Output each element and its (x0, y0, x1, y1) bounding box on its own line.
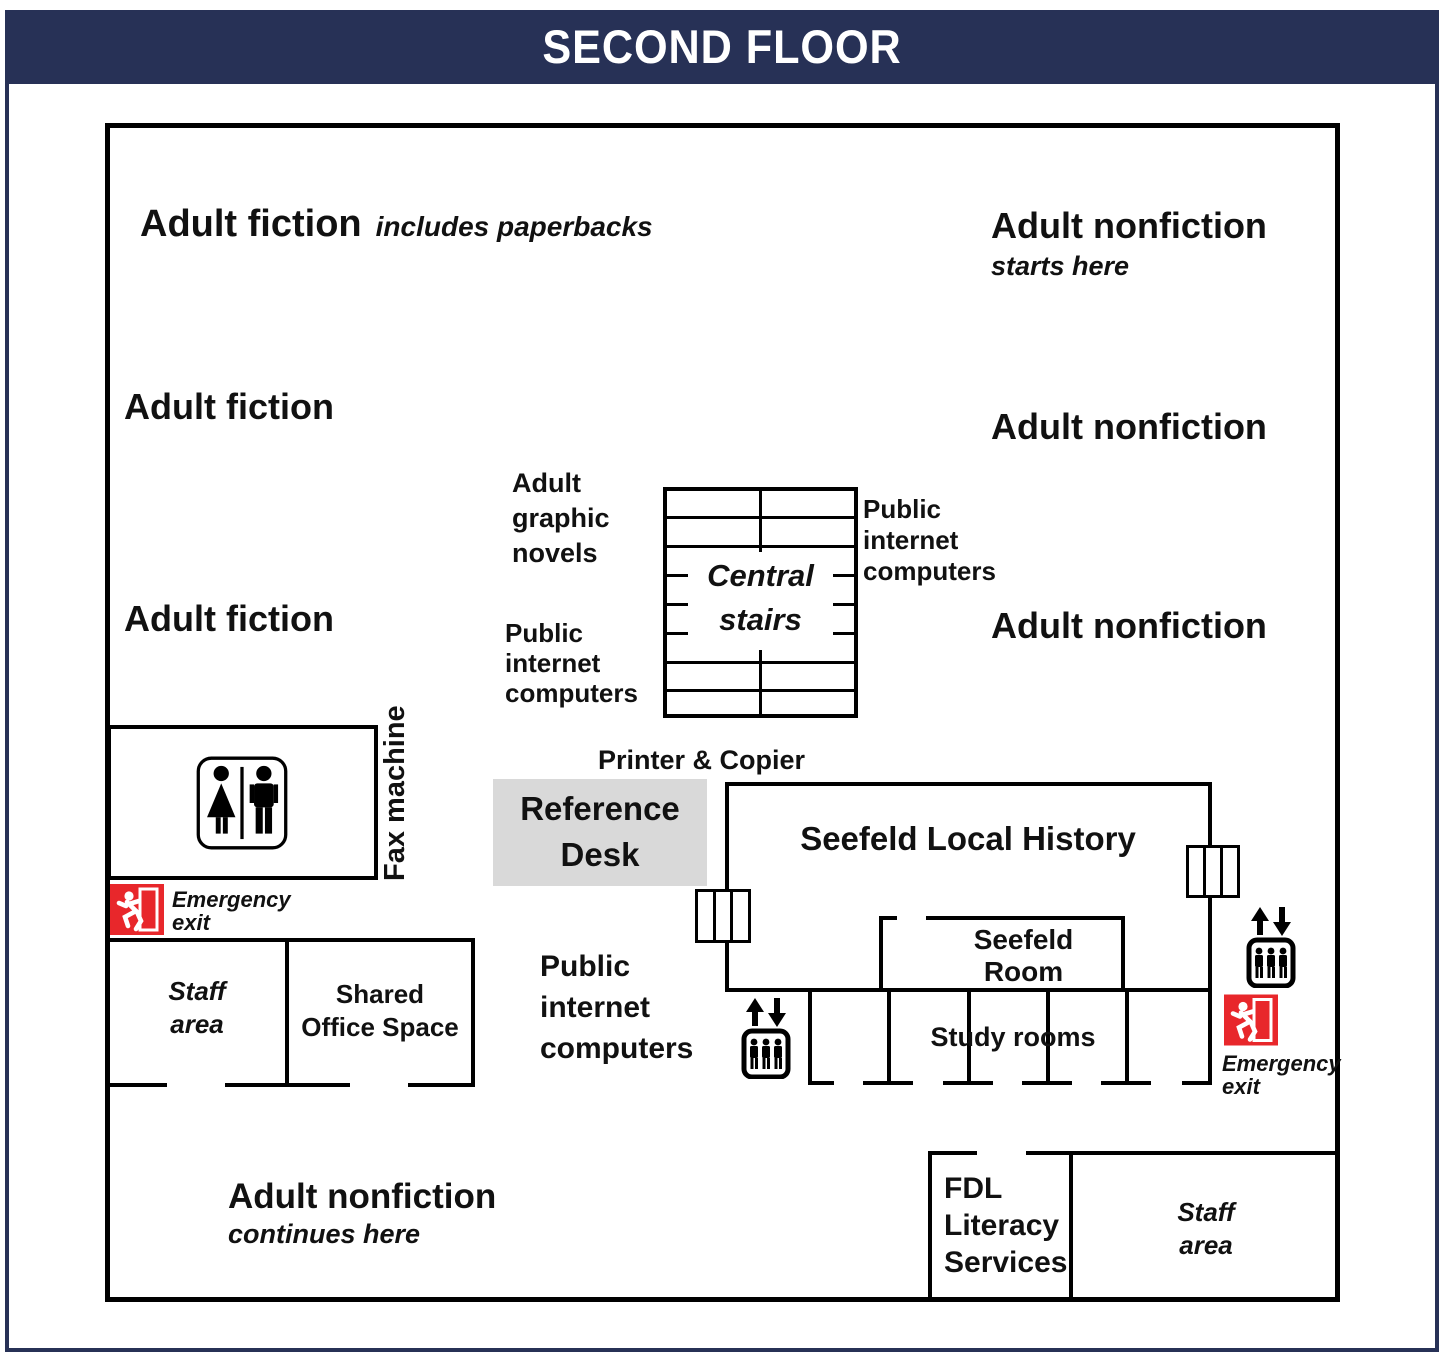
area-adult-nonfiction-3: Adult nonfiction (991, 605, 1267, 646)
area-public-internet-computers-lower: Public internet computers (505, 618, 638, 708)
reference-desk-label: Reference Desk (520, 790, 680, 873)
area-label: Adult fiction (140, 203, 362, 245)
area-adult-fiction-3: Adult fiction (124, 598, 334, 639)
fdl-literacy-services-label: FDL Literacy Services (944, 1172, 1068, 1279)
area-qualifier: includes paperbacks (375, 211, 653, 242)
area-label: Adult nonfiction (228, 1177, 497, 1216)
elevator-east-icon (1246, 906, 1296, 988)
area-label: Adult nonfiction (991, 205, 1267, 246)
area-adult-fiction-2: Adult fiction (124, 386, 334, 427)
title-banner: SECOND FLOOR (5, 10, 1439, 84)
area-public-internet-computers-upper: Public internet computers (863, 494, 996, 586)
area-qualifier: starts here (991, 251, 1130, 281)
page-title: SECOND FLOOR (542, 20, 902, 73)
emergency-exit-east-icon (1224, 994, 1278, 1046)
emergency-exit-west-label: Emergency exit (172, 887, 291, 935)
area-adult-nonfiction-2: Adult nonfiction (991, 406, 1267, 447)
fax-machine-label: Fax machine (379, 705, 411, 881)
door-east-icon (1186, 845, 1240, 898)
area-adult-graphic-novels: Adult graphic novels (512, 468, 610, 568)
printer-copier-label: Printer & Copier (598, 745, 806, 775)
emergency-exit-west-icon (110, 884, 164, 935)
area-adult-nonfiction-south: Adult nonfiction continues here (228, 1177, 496, 1250)
elevator-west-icon (741, 997, 791, 1079)
restroom-sign (196, 756, 288, 850)
central-stairs-label: Central stairs (688, 552, 833, 650)
study-rooms-label: Study rooms (930, 1022, 1096, 1052)
area-adult-nonfiction-1: Adult nonfiction starts here (991, 205, 1267, 282)
seefeld-local-history-label: Seefeld Local History (800, 820, 1136, 857)
area-qualifier: continues here (228, 1219, 421, 1249)
area-adult-fiction-1: Adult fiction includes paperbacks (140, 203, 653, 246)
staff-area-southeast-label: Staff area (1177, 1197, 1235, 1260)
shared-office-space-label: Shared Office Space (301, 979, 459, 1042)
seefeld-room-label: Seefeld Room (973, 924, 1074, 987)
floorplan-outline (105, 123, 1340, 1302)
area-public-internet-computers-south: Public internet computers (540, 950, 694, 1065)
reference-desk: Reference Desk (493, 779, 707, 886)
door-west-icon (695, 889, 751, 943)
emergency-exit-east-label: Emergency exit (1222, 1051, 1341, 1099)
staff-area-west-label: Staff area (168, 976, 226, 1039)
